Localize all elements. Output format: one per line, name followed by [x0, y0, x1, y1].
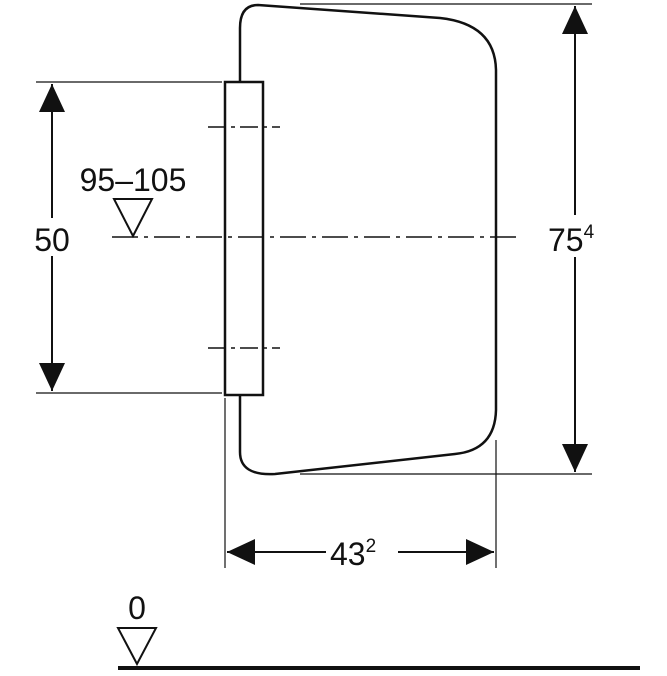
mounting-plate	[223, 80, 265, 397]
dim-43-label: 432	[330, 536, 376, 572]
dim-75-arrow-top	[562, 6, 588, 34]
height-level-triangle	[112, 198, 154, 239]
height-range-label: 95–105	[80, 162, 187, 198]
floor-level-label: 0	[128, 590, 146, 626]
dim-75-label: 754	[548, 222, 595, 258]
dim-43-arrow-right	[466, 539, 494, 565]
floor-level-triangle	[116, 627, 158, 667]
dim-43-sup: 2	[366, 536, 377, 557]
dim-75-sup: 4	[584, 222, 595, 243]
dim-50-arrow-top	[39, 84, 65, 112]
dim-43-base: 43	[330, 536, 366, 572]
dim-75-base: 75	[548, 222, 584, 258]
dim-43-arrow-left	[227, 539, 255, 565]
dim-75-arrow-bottom	[562, 444, 588, 472]
urinal-body-outline	[238, 3, 498, 476]
dim-50-arrow-bottom	[39, 363, 65, 391]
dim-50-label: 50	[34, 222, 70, 258]
